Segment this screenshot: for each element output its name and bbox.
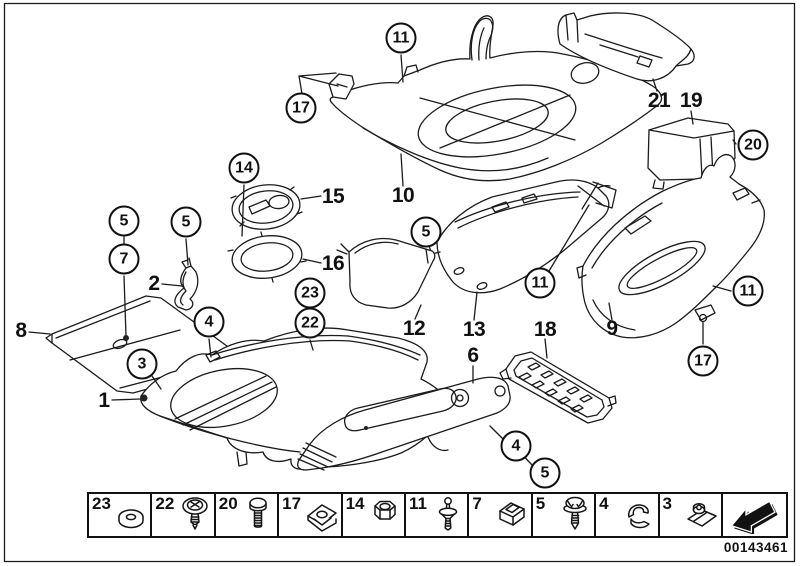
part-16-drawing xyxy=(227,231,307,283)
legend-cell-22[interactable]: 22 xyxy=(152,494,216,536)
part-2-drawing xyxy=(174,257,199,311)
part-21-drawing xyxy=(557,12,695,82)
legend-cell-number: 7 xyxy=(472,494,482,513)
callout-circle-20[interactable]: 20 xyxy=(737,129,769,161)
bolt-icon xyxy=(249,497,267,528)
part-18-drawing xyxy=(499,351,617,424)
callout-circle-17[interactable]: 17 xyxy=(687,345,719,377)
callout-circle-11[interactable]: 11 xyxy=(732,275,764,307)
part-15-drawing xyxy=(230,184,303,230)
callout-circle-22[interactable]: 22 xyxy=(294,307,326,339)
dome-screw-icon xyxy=(182,497,208,530)
legend-cell-number: 5 xyxy=(535,494,546,513)
legend-cell-5[interactable]: 5 xyxy=(533,494,597,536)
speed-clip-icon xyxy=(306,504,337,532)
direction-arrow-icon xyxy=(730,500,778,534)
callout-label-2[interactable]: 2 xyxy=(148,272,160,295)
part-6-drawing xyxy=(297,376,511,471)
callout-label-13[interactable]: 13 xyxy=(462,318,486,341)
legend-cell-17[interactable]: 17 xyxy=(279,494,343,536)
legend-cell-arrow[interactable] xyxy=(723,494,786,536)
clip-nut-icon xyxy=(687,503,717,527)
callout-label-1[interactable]: 1 xyxy=(98,389,110,412)
legend-cell-4[interactable]: 4 xyxy=(596,494,660,536)
legend-cell-3[interactable]: 3 xyxy=(660,494,723,536)
callout-circle-5[interactable]: 5 xyxy=(410,216,442,248)
callout-label-8[interactable]: 8 xyxy=(15,319,27,342)
legend-cell-number: 22 xyxy=(155,494,175,513)
part-10-drawing xyxy=(328,15,663,182)
legend-cell-11[interactable]: 11 xyxy=(406,494,470,536)
callout-circle-5[interactable]: 5 xyxy=(170,206,202,238)
legend-cell-number: 17 xyxy=(282,494,302,513)
legend-strip: 23 22 20 17 14 11 7 5 4 3 xyxy=(87,492,788,538)
callout-label-6[interactable]: 6 xyxy=(467,344,479,367)
callout-circle-17[interactable]: 17 xyxy=(285,92,317,124)
callout-circle-14[interactable]: 14 xyxy=(228,152,260,184)
legend-cell-number: 4 xyxy=(599,494,609,513)
legend-cell-number: 14 xyxy=(345,494,365,513)
hex-screw-icon xyxy=(563,496,587,530)
callout-circle-11[interactable]: 11 xyxy=(524,267,556,299)
expansion-rivet-icon xyxy=(439,497,458,531)
legend-cell-number: 20 xyxy=(218,494,238,513)
callout-circle-7[interactable]: 7 xyxy=(108,243,140,275)
part-code: 00143461 xyxy=(723,540,788,555)
callout-circle-5[interactable]: 5 xyxy=(529,457,561,489)
legend-cell-7[interactable]: 7 xyxy=(469,494,533,536)
callout-label-12[interactable]: 12 xyxy=(402,317,426,340)
callout-label-21[interactable]: 21 xyxy=(647,89,671,112)
callout-label-19[interactable]: 19 xyxy=(679,89,703,112)
legend-cell-number: 23 xyxy=(92,494,111,513)
callout-circle-3[interactable]: 3 xyxy=(126,348,158,380)
legend-cell-14[interactable]: 14 xyxy=(343,494,406,536)
callout-circle-4[interactable]: 4 xyxy=(193,306,225,338)
part-13-drawing xyxy=(428,179,617,294)
callout-label-10[interactable]: 10 xyxy=(391,184,415,207)
legend-cell-number: 3 xyxy=(662,494,672,513)
callout-circle-11[interactable]: 11 xyxy=(385,22,417,54)
part-19-drawing xyxy=(647,117,736,190)
callout-circle-23[interactable]: 23 xyxy=(294,277,326,309)
legend-cell-20[interactable]: 20 xyxy=(216,494,280,536)
callout-circle-5[interactable]: 5 xyxy=(108,205,140,237)
spring-clip-icon xyxy=(627,504,650,529)
cage-clip-icon xyxy=(498,502,525,526)
figure-frame xyxy=(3,2,796,563)
callout-label-16[interactable]: 16 xyxy=(321,252,345,275)
legend-cell-23[interactable]: 23 xyxy=(89,494,153,536)
part-12-drawing xyxy=(336,237,436,309)
callout-label-18[interactable]: 18 xyxy=(533,318,557,341)
callout-circle-4[interactable]: 4 xyxy=(500,430,532,462)
callout-label-9[interactable]: 9 xyxy=(606,317,618,340)
washer-icon xyxy=(118,509,145,529)
hex-nut-icon xyxy=(374,500,396,520)
legend-cell-number: 11 xyxy=(408,494,427,513)
callout-label-15[interactable]: 15 xyxy=(321,185,345,208)
